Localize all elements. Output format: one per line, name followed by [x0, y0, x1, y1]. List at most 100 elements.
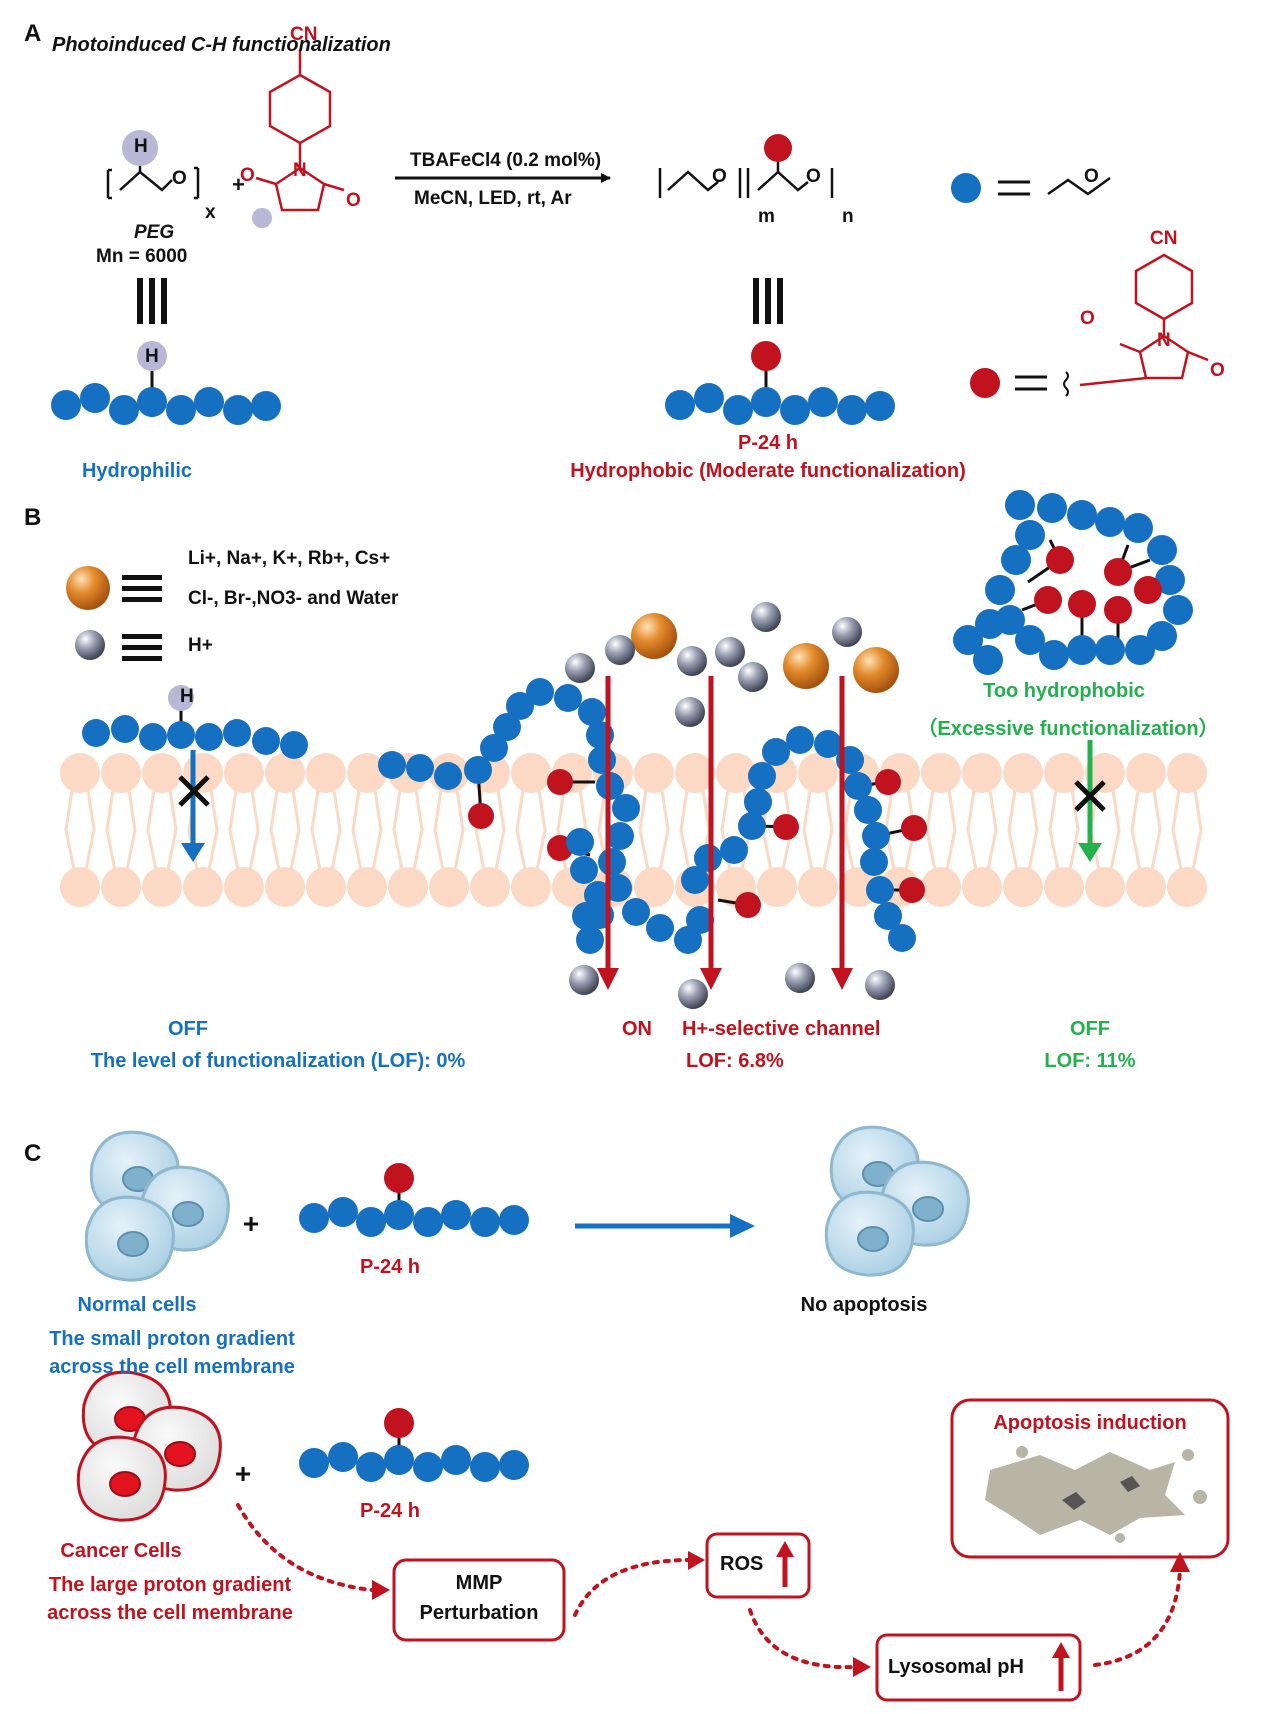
- legend-red-bead: [970, 368, 1000, 398]
- polymer-bead: [1015, 625, 1045, 655]
- polymer-bead: [1134, 576, 1162, 604]
- blocked-arrow-left: [178, 750, 210, 862]
- polymer-bead: [1005, 490, 1035, 520]
- pathway-dotted-arrows: [236, 1503, 1182, 1670]
- lipid-tail: [1048, 789, 1080, 871]
- legend-ion-equiv: [122, 575, 162, 602]
- lipid-tail: [351, 789, 383, 871]
- polymer-bead: [973, 645, 1003, 675]
- lipid-head: [798, 867, 838, 907]
- copolymer-n: n: [842, 206, 854, 227]
- panel-a-label: A: [24, 20, 42, 47]
- p24h-chain-cancer: [299, 1408, 529, 1482]
- polymer-bead: [80, 383, 110, 413]
- polymer-bead: [837, 395, 867, 425]
- channel-arrow-head: [597, 968, 619, 990]
- polymer-bead: [470, 1207, 500, 1237]
- lof-left: The level of functionalization (LOF): 0%: [90, 1050, 466, 1072]
- polymer-bead: [280, 731, 308, 759]
- peg-mn: Mn = 6000: [96, 246, 188, 267]
- lipid-tail: [392, 789, 424, 871]
- lipid-tail: [64, 789, 96, 871]
- polymer-bead: [499, 1205, 529, 1235]
- polymer-bead: [328, 1197, 358, 1227]
- polymer-bead: [195, 723, 223, 751]
- peg-x-label: x: [205, 202, 216, 223]
- lipid-tail: [433, 789, 465, 871]
- polymer-bead: [738, 812, 766, 840]
- lipid-tail: [146, 789, 178, 871]
- polymer-bead: [378, 751, 406, 779]
- nucleus: [117, 1231, 149, 1257]
- polymer-bead: [854, 796, 882, 824]
- polymer-bead: [356, 1207, 386, 1237]
- polymer-bead: [622, 898, 650, 926]
- nucleus: [172, 1201, 204, 1227]
- reagents-line-2: MeCN, LED, rt, Ar: [414, 188, 572, 209]
- polymer-bead: [406, 754, 434, 782]
- polymer-bead: [1147, 621, 1177, 651]
- polymer-bead: [194, 387, 224, 417]
- polymer-bead: [612, 794, 640, 822]
- lipid-head: [798, 753, 838, 793]
- polymer-bead: [464, 756, 492, 784]
- lipid-head: [1126, 867, 1166, 907]
- copolymer-o2: O: [806, 166, 821, 187]
- proton-sphere: [832, 617, 862, 647]
- lipid-tail: [1130, 789, 1162, 871]
- lipid-tail: [966, 789, 998, 871]
- product-bead-chain: [665, 341, 895, 425]
- polymer-bead: [1147, 535, 1177, 565]
- polymer-bead: [1095, 507, 1125, 537]
- polymer-bead: [694, 844, 722, 872]
- normal-desc-1: The small proton gradient: [49, 1328, 295, 1350]
- polymer-bead: [723, 395, 753, 425]
- lipid-head: [224, 867, 264, 907]
- polymer-bead: [51, 390, 81, 420]
- polymer-bead: [808, 387, 838, 417]
- lipid-head: [306, 753, 346, 793]
- polymer-bead: [1095, 635, 1125, 665]
- ion-sphere: [783, 643, 829, 689]
- polymer-bead: [681, 866, 709, 894]
- polymer-bead: [862, 822, 890, 850]
- proton-sphere: [678, 979, 708, 1009]
- lipid-head: [60, 753, 100, 793]
- legend-ion-sphere: [66, 566, 110, 610]
- lipid-head: [183, 867, 223, 907]
- ros-up-arrow-icon: [776, 1541, 794, 1587]
- legend-succinimide: [1079, 253, 1209, 387]
- pathway-arrowheads: [372, 1551, 1190, 1677]
- wavy-bond-icon: [1063, 371, 1069, 397]
- off-right: OFF: [1070, 1018, 1110, 1040]
- lipid-head: [1003, 753, 1043, 793]
- polymer-bead: [780, 395, 810, 425]
- plus-c1: +: [242, 1208, 260, 1239]
- proton-channel-arrows: [597, 676, 853, 990]
- proton-bead: [137, 341, 167, 371]
- polymer-bead: [413, 1207, 443, 1237]
- polymer-bead: [686, 906, 714, 934]
- polymer-bead: [526, 678, 554, 706]
- polymer-bead: [554, 684, 582, 712]
- lysosomal-box: [875, 1633, 1082, 1702]
- nucleus: [857, 1226, 889, 1252]
- functional-group-bead: [899, 877, 925, 903]
- mmp-label-1: MMP: [455, 1572, 503, 1594]
- polymer-bead: [111, 715, 139, 743]
- polymer-bead: [223, 395, 253, 425]
- apoptotic-debris-icon: [985, 1446, 1207, 1543]
- lipid-tail: [228, 789, 260, 871]
- lipid-head: [962, 753, 1002, 793]
- lipid-head: [634, 867, 674, 907]
- lipid-tail: [269, 789, 301, 871]
- lipid-head: [511, 753, 551, 793]
- lipid-head: [470, 867, 510, 907]
- functional-group-bead: [901, 815, 927, 841]
- polymer-bead: [1163, 595, 1193, 625]
- legend-n-label: N: [1157, 330, 1171, 351]
- lipid-head: [757, 867, 797, 907]
- legend-eo-o: O: [1084, 166, 1099, 187]
- polymer-bead: [588, 746, 616, 774]
